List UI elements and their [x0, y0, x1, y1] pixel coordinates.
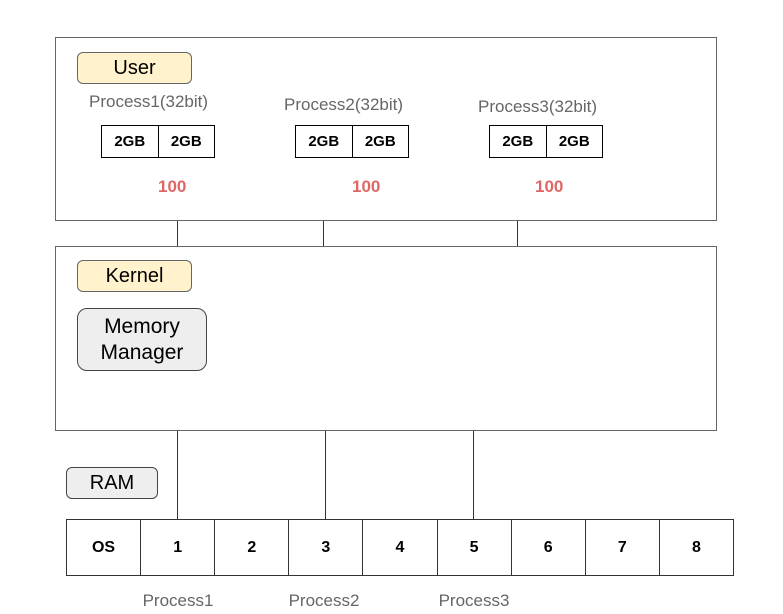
- kernel-tag: Kernel: [77, 260, 192, 292]
- process3-segment-upper: 2GB: [545, 126, 603, 157]
- process3-label: Process3(32bit): [478, 97, 598, 116]
- ram-cell-os: OS: [91, 538, 116, 556]
- ram-cell-3: 3: [288, 520, 362, 575]
- process2-value: 100: [352, 177, 381, 196]
- process2-address-space: 2GB 2GB: [295, 125, 409, 158]
- ram-cell-7: 7: [584, 520, 659, 575]
- memory-manager-label: Memory Manager: [100, 314, 184, 364]
- ram-cell-8: 8: [658, 520, 733, 575]
- user-tag: User: [77, 52, 192, 84]
- ram-cell-5: 5: [436, 520, 511, 575]
- ram-cell-4: 4: [362, 520, 436, 575]
- ram-tag: RAM: [66, 467, 158, 499]
- connector-kernel-to-ram3: [325, 430, 326, 520]
- connector-kernel-to-ram1: [177, 430, 178, 520]
- ram-process3-label: Process3: [438, 591, 510, 610]
- process2-segment-upper: 2GB: [351, 126, 409, 157]
- process1-value: 100: [158, 177, 187, 196]
- ram-process1-label: Process1: [142, 591, 214, 610]
- connector-p1-lower-vertical: [177, 208, 178, 246]
- process3-segment-lower: 2GB: [502, 133, 534, 150]
- process1-segment-upper: 2GB: [157, 126, 215, 157]
- process1-segment-lower: 2GB: [114, 133, 146, 150]
- process1-address-space: 2GB 2GB: [101, 125, 215, 158]
- process2-label: Process2(32bit): [284, 95, 404, 114]
- connector-kernel-to-ram5: [473, 430, 474, 520]
- ram-process2-label: Process2: [288, 591, 360, 610]
- process2-segment-lower: 2GB: [308, 133, 340, 150]
- ram-frames-row: OS 1 2 3 4 5 6 7 8: [66, 519, 734, 576]
- process3-address-space: 2GB 2GB: [489, 125, 603, 158]
- memory-manager-box: Memory Manager: [77, 308, 207, 371]
- ram-cell-2: 2: [214, 520, 288, 575]
- ram-cell-6: 6: [510, 520, 585, 575]
- process3-value: 100: [535, 177, 564, 196]
- ram-cell-1: 1: [140, 520, 214, 575]
- process1-label: Process1(32bit): [89, 92, 209, 111]
